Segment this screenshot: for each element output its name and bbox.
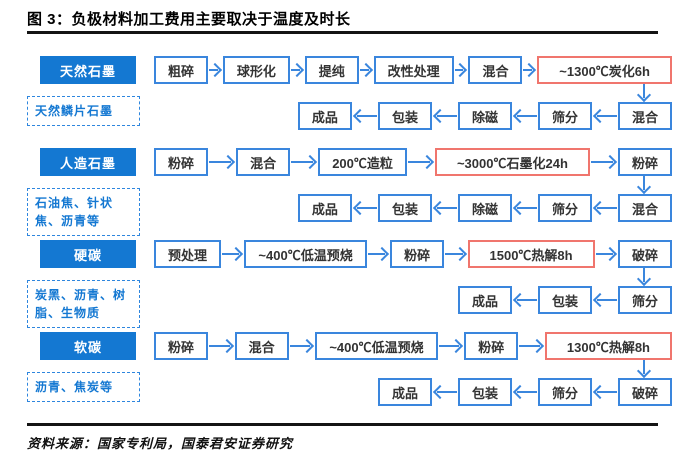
arrow-right-icon: [518, 332, 545, 360]
arrow-right-icon: [359, 56, 374, 84]
arrow-right-icon: [590, 148, 618, 176]
arrow-left-icon: [592, 286, 618, 314]
process-step-box: 粗碎: [154, 56, 209, 84]
process-step-box: 筛分: [537, 102, 592, 130]
arrow-left-icon: [512, 286, 538, 314]
process-line-bottom: 成品包装筛分: [457, 286, 672, 314]
arrow-left-icon: [432, 102, 458, 130]
process-step-box: 200℃造粒: [318, 148, 407, 176]
arrow-right-icon: [290, 148, 318, 176]
arrow-left-icon: [512, 194, 538, 222]
process-step-box: ~400℃低温预烧: [315, 332, 438, 360]
arrow-left-icon: [352, 194, 378, 222]
arrow-down-icon: [630, 176, 658, 194]
arrow-right-icon: [290, 56, 305, 84]
process-line-top: 硬碳预处理 ~400℃低温预烧粉碎 1500℃热解8h 破碎: [40, 240, 672, 268]
arrow-right-icon: [208, 148, 236, 176]
process-step-box: 混合: [617, 194, 672, 222]
category-box: 人造石墨: [40, 148, 136, 176]
process-step-box: 改性处理: [373, 56, 454, 84]
process-step-box: 成品: [457, 286, 512, 314]
process-step-box: 粉碎: [617, 148, 672, 176]
arrow-right-icon: [289, 332, 316, 360]
process-step-box: 成品: [297, 102, 352, 130]
process-step-box: 预处理: [154, 240, 222, 268]
process-step-box: 破碎: [617, 240, 672, 268]
materials-box: 石油焦、针状焦、沥青等: [27, 188, 140, 236]
process-step-box: 混合: [468, 56, 523, 84]
figure-source: 资料来源：国家专利局，国泰君安证券研究: [27, 436, 294, 451]
process-step-box: ~400℃低温预烧: [244, 240, 367, 268]
process-step-box: 提纯: [304, 56, 359, 84]
arrow-left-icon: [352, 102, 378, 130]
flow-row-硬碳: 硬碳预处理 ~400℃低温预烧粉碎 1500℃热解8h 破碎成品包装筛分 炭黑、沥青、树…: [0, 234, 685, 328]
process-step-box: 球形化: [222, 56, 290, 84]
process-line-top: 天然石墨粗碎球形化提纯改性处理混合 ~1300℃炭化6h: [40, 56, 672, 84]
arrow-right-icon: [444, 240, 467, 268]
process-step-box: 除磁: [457, 194, 512, 222]
highlight-step-box: 1300℃热解8h: [544, 332, 672, 360]
process-line-bottom: 成品包装除磁筛分混合: [297, 194, 672, 222]
arrow-right-icon: [454, 56, 469, 84]
process-step-box: 混合: [617, 102, 672, 130]
category-box: 软碳: [40, 332, 136, 360]
process-step-box: 混合: [234, 332, 289, 360]
arrow-right-icon: [208, 332, 235, 360]
process-step-box: 粉碎: [154, 332, 209, 360]
process-step-box: 包装: [457, 378, 512, 406]
category-box: 硬碳: [40, 240, 136, 268]
arrow-left-icon: [432, 378, 458, 406]
arrow-left-icon: [592, 378, 618, 406]
process-step-box: 筛分: [617, 286, 672, 314]
process-step-box: 包装: [537, 286, 592, 314]
process-step-box: 筛分: [537, 378, 592, 406]
arrow-right-icon: [522, 56, 537, 84]
process-step-box: 包装: [377, 102, 432, 130]
process-step-box: 粉碎: [390, 240, 445, 268]
process-step-box: 筛分: [537, 194, 592, 222]
arrow-down-icon: [630, 360, 658, 378]
highlight-step-box: 1500℃热解8h: [467, 240, 595, 268]
arrow-left-icon: [592, 102, 618, 130]
process-step-box: 混合: [236, 148, 291, 176]
arrow-right-icon: [367, 240, 390, 268]
arrow-down-icon: [630, 84, 658, 102]
highlight-step-box: ~1300℃炭化6h: [537, 56, 672, 84]
category-box: 天然石墨: [40, 56, 136, 84]
process-step-box: 破碎: [617, 378, 672, 406]
process-line-bottom: 成品包装除磁筛分混合: [297, 102, 672, 130]
arrow-right-icon: [221, 240, 244, 268]
arrow-left-icon: [512, 102, 538, 130]
arrow-right-icon: [595, 240, 618, 268]
process-step-box: 成品: [297, 194, 352, 222]
arrow-right-icon: [438, 332, 465, 360]
title-rule: [27, 31, 658, 34]
figure-title: 图 3：负极材料加工费用主要取决于温度及时长: [27, 11, 351, 28]
materials-box: 炭黑、沥青、树脂、生物质: [27, 280, 140, 328]
highlight-step-box: ~3000℃石墨化24h: [434, 148, 590, 176]
arrow-left-icon: [592, 194, 618, 222]
materials-box: 天然鳞片石墨: [27, 96, 140, 126]
materials-box: 沥青、焦炭等: [27, 372, 140, 402]
process-step-box: 粉碎: [154, 148, 209, 176]
process-step-box: 包装: [377, 194, 432, 222]
process-line-bottom: 成品包装筛分破碎: [377, 378, 672, 406]
process-step-box: 粉碎: [464, 332, 519, 360]
process-step-box: 成品: [377, 378, 432, 406]
arrow-right-icon: [407, 148, 435, 176]
arrow-down-icon: [630, 268, 658, 286]
arrow-right-icon: [208, 56, 223, 84]
process-step-box: 除磁: [457, 102, 512, 130]
footer-rule: [27, 423, 658, 426]
arrow-left-icon: [432, 194, 458, 222]
arrow-left-icon: [512, 378, 538, 406]
